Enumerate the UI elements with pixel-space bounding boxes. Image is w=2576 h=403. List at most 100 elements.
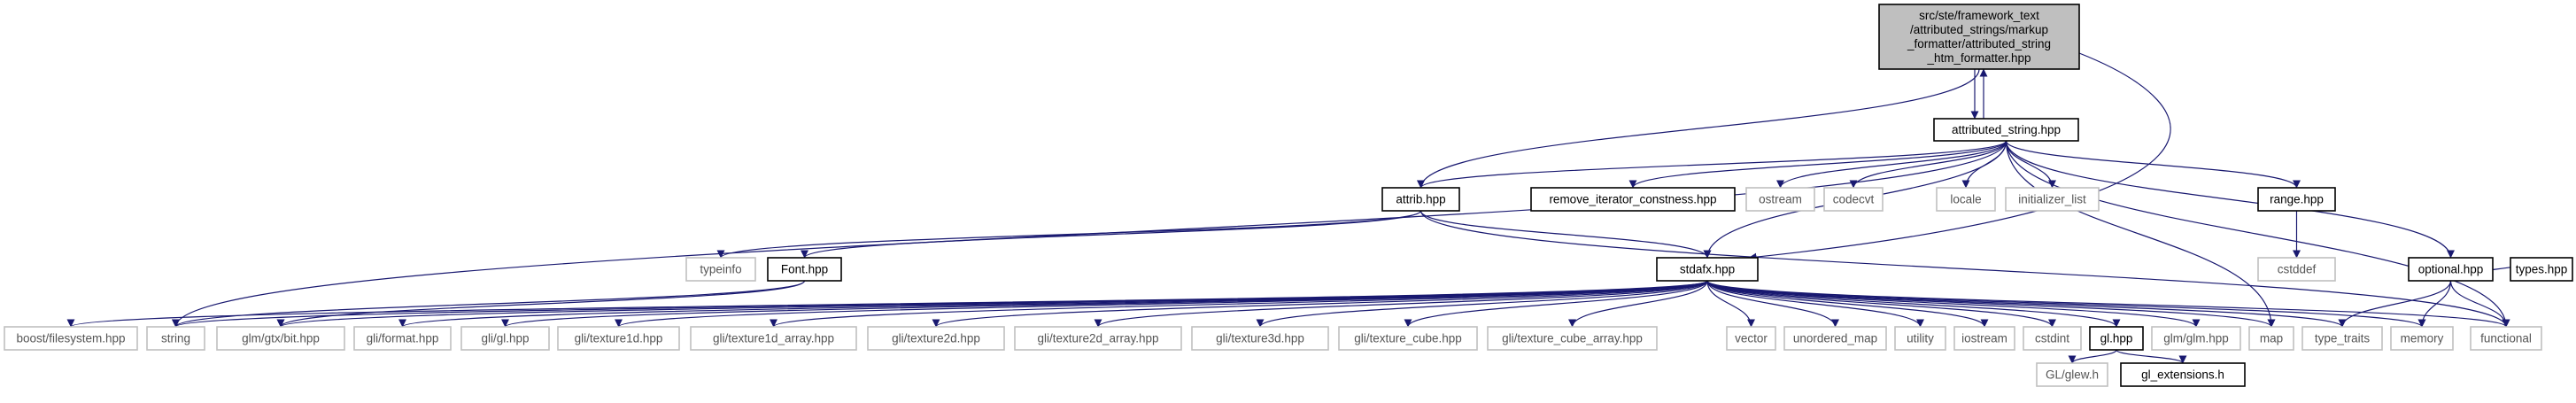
node-box (2023, 326, 2082, 351)
edge-stdafx-to-gl (1706, 280, 2121, 328)
node-box (1381, 187, 1460, 212)
edge-stdafx-to-gli_gl (501, 280, 1708, 328)
node-vector: vector (1726, 326, 1776, 351)
node-label: gli/texture2d.hpp (892, 331, 980, 345)
node-range[interactable]: range.hpp (2257, 187, 2336, 212)
edge-stdafx-to-gli_tex2d (932, 280, 1708, 328)
node-box (690, 326, 857, 351)
node-label: functional (2480, 331, 2532, 345)
node-memory: memory (2390, 326, 2454, 351)
node-glm-bit: glm/gtx/bit.hpp (216, 326, 345, 351)
edge-root-to-attrib (1417, 68, 1980, 189)
edge-font-to-glm_bit (276, 280, 806, 328)
node-stdafx[interactable]: stdafx.hpp (1656, 257, 1759, 282)
edge-root-to-stdafx (1748, 52, 2171, 261)
node-box (1783, 326, 1887, 351)
node-codecvt: codecvt (1823, 187, 1884, 212)
node-label: utility (1907, 331, 1934, 345)
node-type-traits: type_traits (2301, 326, 2383, 351)
node-functional: functional (2470, 326, 2542, 351)
node-label: cstddef (2278, 262, 2317, 275)
node-box (460, 326, 550, 351)
edge-stdafx-to-iostream (1706, 280, 1989, 328)
node-label: optional.hpp (2418, 262, 2484, 275)
edge-stdafx-to-gli_tex1d_arr (770, 280, 1708, 328)
node-label: initializer_list (2018, 192, 2086, 205)
node-box (2151, 326, 2241, 351)
node-label: map (2260, 331, 2283, 345)
node-gli-tex3d: gli/texture3d.hpp (1191, 326, 1329, 351)
edge-attributed_string-to-map (2005, 140, 2276, 328)
node-box (767, 257, 842, 282)
node-label: ostream (1759, 192, 1802, 205)
node-box (1878, 4, 2080, 70)
node-cstddef: cstddef (2257, 257, 2336, 282)
edge-gl-to-glew (2068, 349, 2117, 364)
edge-stdafx-to-gli_tex2d_arr (1094, 280, 1708, 328)
node-label: codecvt (1833, 192, 1875, 205)
node-label: glm/gtx/bit.hpp (242, 331, 320, 345)
edge-stdafx-to-type_traits (1706, 280, 2347, 328)
node-initializer-list: initializer_list (2005, 187, 2100, 212)
node-gli-tex2d-arr: gli/texture2d_array.hpp (1014, 326, 1182, 351)
edge-attributed_string-to-optional (2005, 140, 2455, 259)
edge-gl-to-gl_ext (2116, 349, 2187, 364)
node-font[interactable]: Font.hpp (767, 257, 842, 282)
node-label: typeinfo (700, 262, 741, 275)
node-label: _htm_formatter.hpp (1926, 51, 2031, 65)
node-attributed-string[interactable]: attributed_string.hpp (1933, 118, 2079, 142)
node-box (1530, 187, 1736, 212)
node-box (2089, 326, 2144, 351)
node-ostream: ostream (1745, 187, 1815, 212)
node-remove-iterator[interactable]: remove_iterator_constness.hpp (1530, 187, 1736, 212)
node-types[interactable]: types.hpp (2510, 257, 2573, 282)
edge-attrib-to-functional (1420, 210, 2510, 328)
node-gli-tex1d: gli/texture1d.hpp (557, 326, 680, 351)
edge-stdafx-to-vector (1706, 280, 1755, 328)
node-map: map (2248, 326, 2294, 351)
node-gli-tex2d: gli/texture2d.hpp (867, 326, 1005, 351)
node-box (1487, 326, 1658, 351)
edge-stdafx-to-glm (1706, 280, 2201, 328)
node-root[interactable]: src/ste/framework_text/attributed_string… (1878, 4, 2080, 70)
node-box (1745, 187, 1815, 212)
node-label: gli/texture_cube.hpp (1354, 331, 1462, 345)
node-label: gli/format.hpp (367, 331, 439, 345)
node-label: gli/texture_cube_array.hpp (1502, 331, 1643, 345)
edge-attributed_string-to-functional (2005, 140, 2510, 328)
node-box (2510, 257, 2573, 282)
node-box (1823, 187, 1884, 212)
edge-stdafx-to-gli_tex3d (1256, 280, 1708, 328)
node-label: stdafx.hpp (1680, 262, 1735, 275)
edge-stdafx-to-boost_fs (67, 280, 1708, 328)
node-attrib[interactable]: attrib.hpp (1381, 187, 1460, 212)
node-box (1014, 326, 1182, 351)
node-box (2120, 362, 2246, 387)
node-optional[interactable]: optional.hpp (2408, 257, 2494, 282)
node-box (2470, 326, 2542, 351)
node-box (2248, 326, 2294, 351)
node-label: GL/glew.h (2046, 368, 2099, 381)
node-box (1726, 326, 1776, 351)
node-label: _formatter/attributed_string (1907, 37, 2051, 50)
node-box (1936, 187, 1996, 212)
node-gl[interactable]: gl.hpp (2089, 326, 2144, 351)
edge-stdafx-to-gli_cube_arr (1568, 280, 1708, 328)
node-gli-cube: gli/texture_cube.hpp (1338, 326, 1478, 351)
node-box (216, 326, 345, 351)
node-gl-ext[interactable]: gl_extensions.h (2120, 362, 2246, 387)
node-boost-fs: boost/filesystem.hpp (4, 326, 138, 351)
node-label: gl.hpp (2100, 331, 2133, 345)
node-box (2257, 257, 2336, 282)
node-label: iostream (1961, 331, 2007, 345)
node-gli-gl: gli/gl.hpp (460, 326, 550, 351)
node-box (4, 326, 138, 351)
node-glew: GL/glew.h (2036, 362, 2108, 387)
node-gli-format: gli/format.hpp (353, 326, 452, 351)
node-label: unordered_map (1793, 331, 1877, 345)
node-label: gli/texture3d.hpp (1216, 331, 1304, 345)
node-label: memory (2401, 331, 2444, 345)
node-box (1953, 326, 2015, 351)
node-box (2257, 187, 2336, 212)
